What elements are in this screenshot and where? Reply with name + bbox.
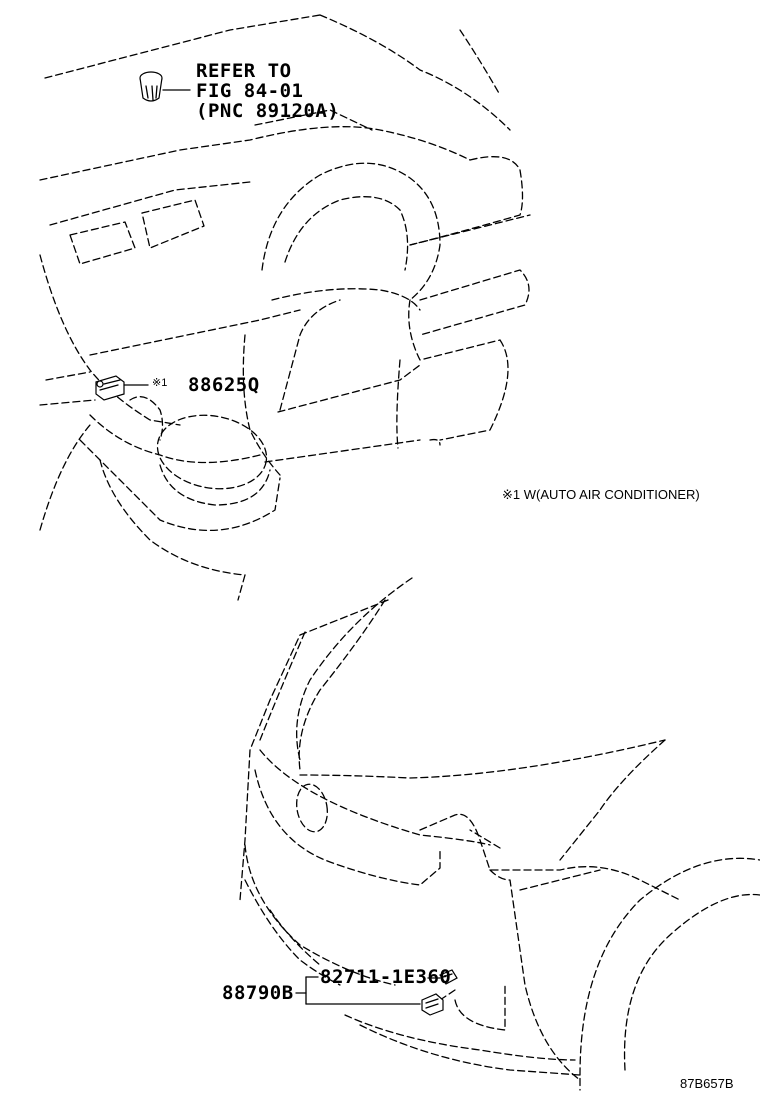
sensor-part-number: 88625Q [188, 374, 260, 396]
note-auto-air-conditioner: ※1 W(AUTO AIR CONDITIONER) [502, 487, 700, 502]
clip-part-number: 82711-1E360 [320, 966, 452, 988]
room-temperature-sensor-icon [95, 375, 149, 401]
dashboard-illustration [39, 14, 531, 601]
assembly-part-number: 88790B [222, 982, 294, 1004]
reference-line-3: (PNC 89120A) [196, 100, 340, 122]
ambient-temperature-sensor-icon [421, 993, 444, 1016]
front-bumper-illustration [239, 577, 760, 1091]
wire-harness-clip-icon [427, 969, 458, 985]
reference-line-2: FIG 84-01 [196, 80, 304, 102]
sensor-note-mark: ※1 [152, 377, 168, 389]
reference-line-1: REFER TO [196, 60, 292, 82]
figure-code: 87B657B [680, 1076, 734, 1091]
callout-bracket [295, 976, 421, 1005]
ambient-sensor-cap-icon [139, 71, 191, 102]
